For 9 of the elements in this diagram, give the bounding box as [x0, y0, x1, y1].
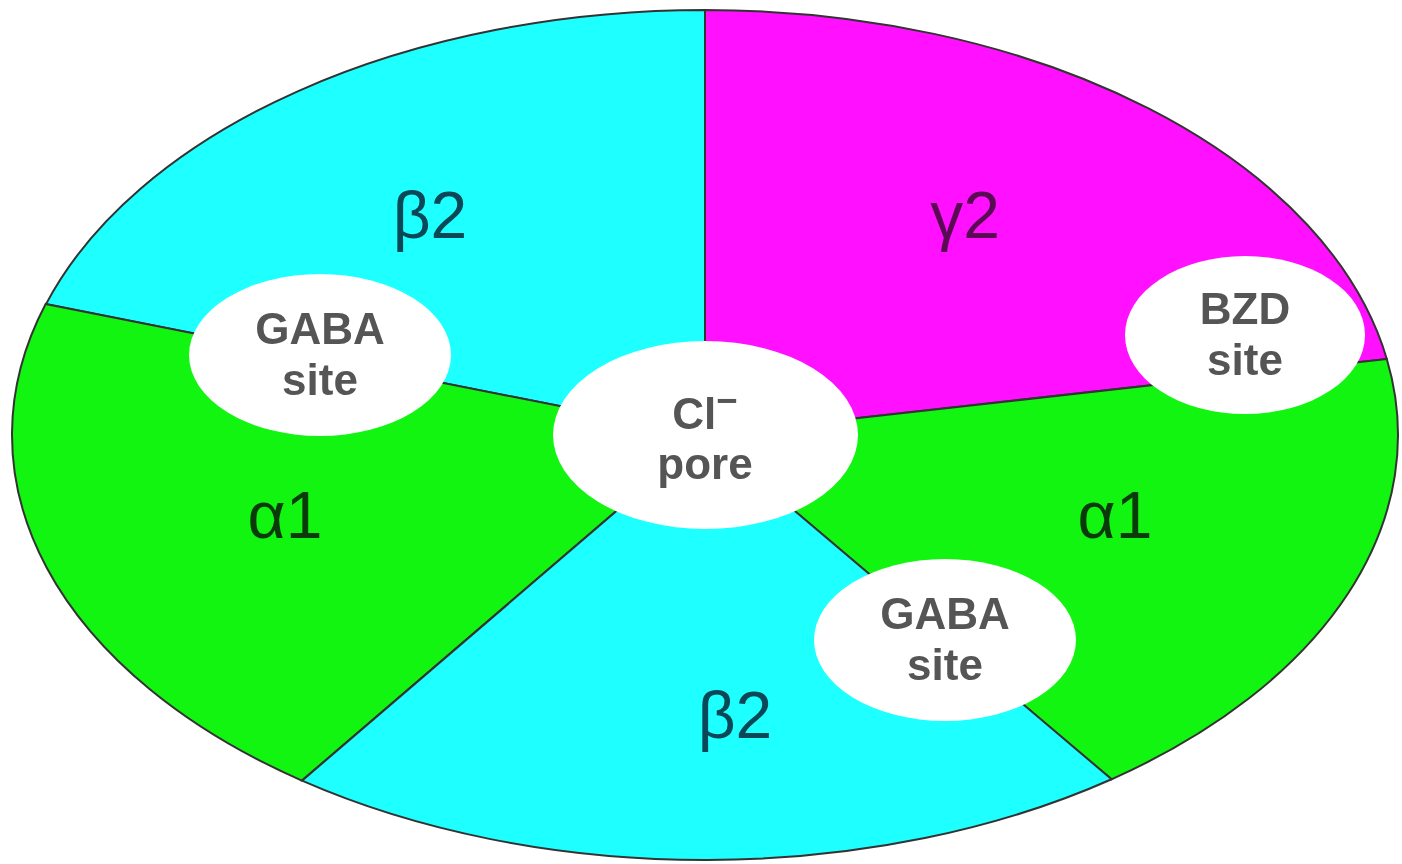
subunit-label: γ2 [930, 177, 1000, 253]
subunit-label: α1 [1077, 477, 1153, 553]
subunit-label: β2 [392, 177, 468, 253]
site-label: GABA site [879, 589, 1011, 691]
site-label: BZD site [1198, 284, 1292, 386]
site-label: Cl$^{−}$ pore [656, 380, 754, 490]
subunit-label: β2 [697, 677, 773, 753]
site-label: GABA site [254, 304, 386, 406]
subunit-label: α1 [247, 477, 323, 553]
